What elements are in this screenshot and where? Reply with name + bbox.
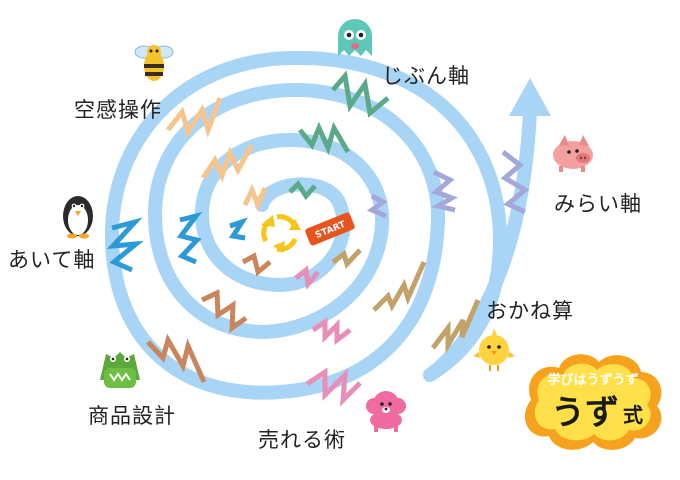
zigzag-mid-7 <box>372 260 427 312</box>
label-kuukan: 空感操作 <box>74 98 162 122</box>
zigzag-mid-4 <box>176 211 203 265</box>
zigzag-mid-1 <box>200 143 255 183</box>
label-okane: おかね算 <box>486 299 574 323</box>
zigzag-mirai <box>500 150 530 215</box>
recycle-icon <box>261 214 301 253</box>
poodle-icon <box>366 391 406 432</box>
zigzag-inner-5 <box>241 252 272 277</box>
logo-tagline: 学びはうずうず <box>547 372 638 388</box>
zigzag-mid-3 <box>431 169 458 213</box>
label-jibun: じぶん軸 <box>382 64 470 88</box>
label-mirai: みらい軸 <box>554 192 642 216</box>
label-shouhin: 商品設計 <box>88 404 176 428</box>
zigzag-inner-4 <box>228 217 248 241</box>
zigzag-aite <box>106 217 144 273</box>
crocodile-icon <box>100 352 140 388</box>
label-ureru: 売れる術 <box>258 428 346 452</box>
spiral-track <box>104 50 508 400</box>
bee-icon <box>134 45 174 81</box>
ghost-icon <box>338 19 372 56</box>
logo-suffix: 式 <box>623 403 643 427</box>
spiral-outer-tail <box>423 103 537 382</box>
pig-icon <box>553 135 593 172</box>
uzu-shiki-logo: 学びはうずうず うず 式 <box>524 354 662 450</box>
label-aite: あいて軸 <box>8 248 96 272</box>
zigzag-inner-3 <box>366 193 388 219</box>
zigzag-inner-2 <box>288 180 317 201</box>
zigzag-inner-6 <box>294 265 320 290</box>
logo-main: うず <box>551 393 619 433</box>
zigzag-mid-5 <box>200 289 248 334</box>
penguin-icon <box>63 196 93 239</box>
zigzag-inner-7 <box>331 248 362 269</box>
zigzag-mid-2 <box>298 121 351 156</box>
zigzag-ureru <box>305 367 362 407</box>
zigzag-shouhin <box>146 333 207 384</box>
chick-icon <box>473 328 515 371</box>
zigzag-mid-6 <box>311 317 352 346</box>
zigzag-kuukan <box>166 97 223 138</box>
spiral-arrow-head <box>509 78 551 116</box>
zigzag-okane <box>431 299 481 355</box>
zigzag-inner-1 <box>242 183 268 212</box>
zigzag-jibun <box>331 70 390 118</box>
